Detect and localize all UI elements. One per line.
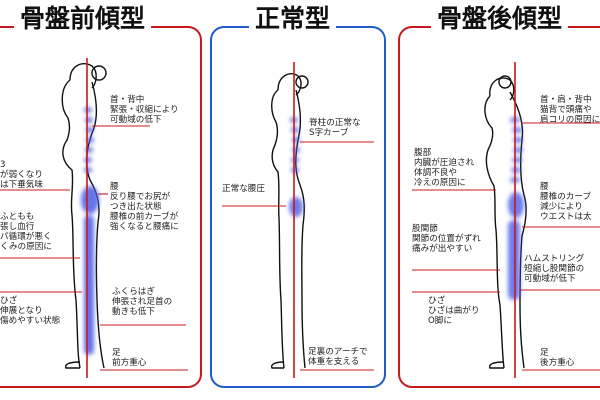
pointers-posterior-tilt (412, 122, 600, 371)
label-abdomen-3: 腹部 内臓が圧迫され 体調不良や 冷えの原因に (414, 148, 475, 188)
head-outline (489, 77, 515, 101)
head-outline (277, 72, 302, 96)
foot-outline (64, 361, 81, 369)
body-outline-back (295, 89, 306, 369)
body-outline-front (484, 95, 505, 369)
label-lower-back-3: 腰 腰椎のカーブ 減少により ウエストは太 (540, 182, 592, 222)
label-foot-2: 足裏のアーチで 体重を支える (308, 347, 368, 367)
figure-normal (270, 72, 309, 369)
figure-posterior-tilt (484, 75, 527, 369)
body-outline-back (509, 91, 527, 369)
foot-outline (488, 361, 505, 369)
label-lower-back-1: 腰 反り腰でお尻が つき出た状態 腰椎の前カーブが 強くなると腰痛に (110, 182, 179, 232)
panel-title-posterior-tilt: 骨盤後傾型 (431, 2, 569, 36)
label-spine-curve-2: 脊柱の正常な S字カーブ (309, 118, 361, 138)
panel-title-anterior-tilt: 骨盤前傾型 (14, 2, 152, 36)
label-calf-1: ふくらはぎ 伸張され足首の 動きも低下 (112, 287, 173, 317)
label-neck-back-3: 首・肩・背中 猫背で頭痛や 肩コリの原因に (540, 95, 600, 125)
panel-title-normal: 正常型 (249, 2, 337, 36)
body-outline-front (61, 79, 81, 369)
foot-outline (270, 361, 285, 369)
panel-anterior-tilt (0, 26, 202, 388)
hair-bun-icon (295, 75, 309, 89)
spine-anterior-tilt (81, 107, 99, 355)
label-foot-3: 足 後方重心 (540, 348, 575, 368)
pointers-anterior-tilt (0, 125, 188, 371)
label-foot-1: 足 前方重心 (112, 348, 147, 368)
label-waist-2: 正常な腰圧 (222, 184, 265, 194)
body-outline-front (271, 89, 285, 369)
label-knee-3: ひざ ひざは曲がり O脚に (428, 296, 480, 326)
label-hip-joint-3: 股関節 関節の位置がずれ 痛みが出やすい (412, 224, 481, 254)
label-neck-back-1: 首・背中 緊張・収縮により 可動域の低下 (110, 95, 179, 125)
pointers-normal (222, 141, 374, 371)
label-thigh-1: ふともも 張し血行 パ循環が悪く くみの原因に (0, 212, 52, 252)
label-hamstring-3: ハムストリング 短縮し股関節の 可動域が低下 (524, 254, 585, 284)
head-outline (69, 62, 97, 89)
label-knee-1: ひざ 伸展となり 傷めやすい状態 (0, 296, 61, 326)
panel-posterior-tilt (398, 26, 600, 388)
label-abdomen-1: 3 が弱くなり は下垂気味 (0, 160, 43, 190)
